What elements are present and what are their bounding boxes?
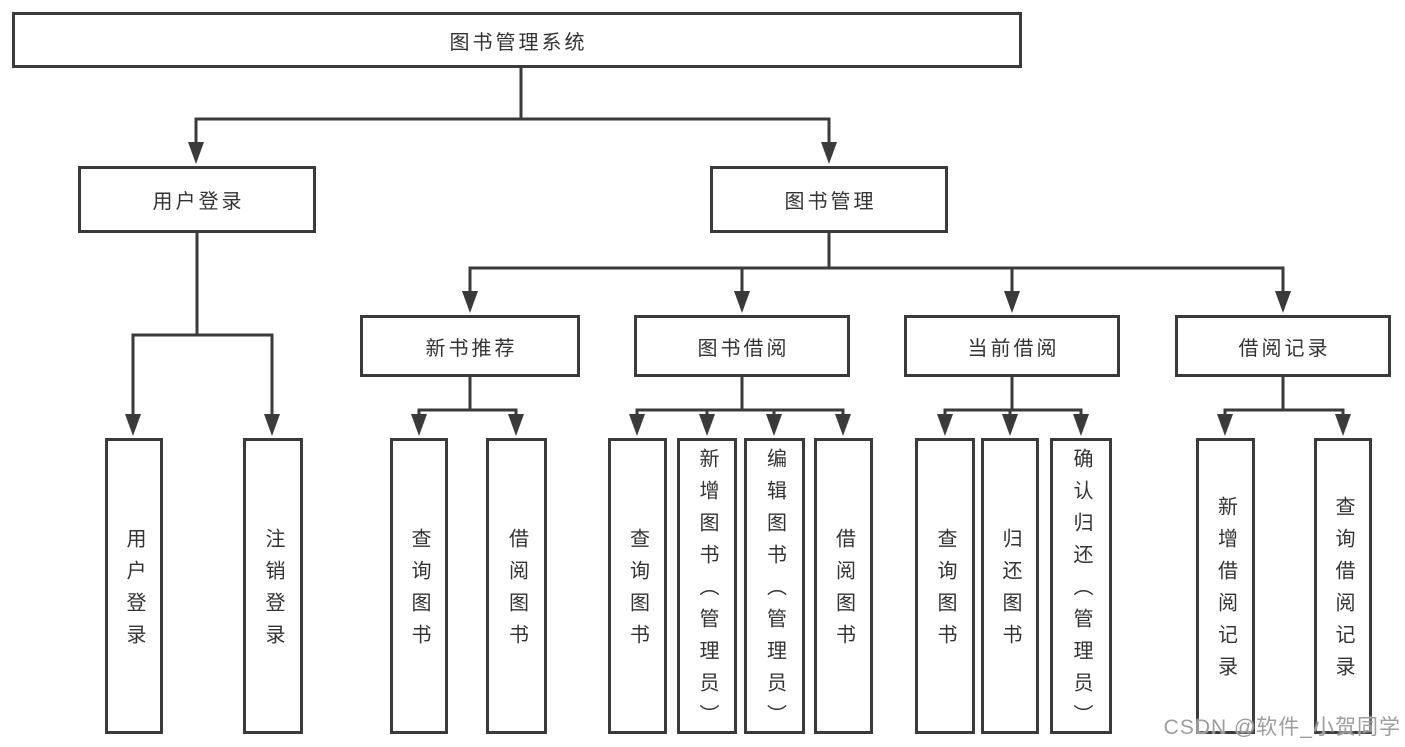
arrowhead-f10 xyxy=(1002,414,1018,436)
leaf-query-books-current-label: 查询图书 xyxy=(934,528,956,656)
csdn-watermark: CSDN @软件_小贺同学 xyxy=(1163,716,1401,739)
arrowhead-f3 xyxy=(411,414,427,436)
arrowhead-f8 xyxy=(835,414,851,436)
node-book-borrow-label: 图书借阅 xyxy=(697,337,790,360)
leaf-edit-book-admin: 编辑图书（管理员） xyxy=(744,438,805,736)
node-current-borrow: 当前借阅 xyxy=(904,315,1120,377)
leaf-user-login: 用户登录 xyxy=(105,438,163,734)
leaf-query-books-recommend-label: 查询图书 xyxy=(408,528,430,656)
leaf-add-book-admin-label: 新增图书（管理员） xyxy=(696,448,718,736)
node-borrow-records-label: 借阅记录 xyxy=(1238,337,1331,360)
leaf-borrow-books: 借阅图书 xyxy=(814,438,873,734)
leaf-query-books-borrow: 查询图书 xyxy=(608,438,667,734)
leaf-return-books-label: 归还图书 xyxy=(999,528,1021,656)
leaf-query-books-recommend: 查询图书 xyxy=(390,438,448,734)
leaf-return-books: 归还图书 xyxy=(981,438,1039,734)
arrowhead-f1 xyxy=(125,414,141,436)
node-user-login-label: 用户登录 xyxy=(152,191,245,213)
leaf-query-books-current: 查询图书 xyxy=(915,438,975,734)
arrowhead-l3c xyxy=(1004,291,1020,313)
arrowhead-f11 xyxy=(1073,414,1089,436)
leaf-add-borrow-record-label: 新增借阅记录 xyxy=(1214,496,1237,688)
leaf-query-borrow-record: 查询借阅记录 xyxy=(1314,438,1372,734)
arrowhead-f13 xyxy=(1335,414,1351,436)
arrowhead-book-mgmt xyxy=(821,142,837,164)
arrowhead-f7 xyxy=(766,414,782,436)
arrowhead-f2 xyxy=(264,414,280,436)
arrowhead-user-login xyxy=(188,142,204,164)
node-book-management: 图书管理 xyxy=(710,166,948,233)
node-book-management-label: 图书管理 xyxy=(784,191,877,213)
leaf-edit-book-admin-label: 编辑图书（管理员） xyxy=(763,448,786,736)
connector-lines xyxy=(125,67,1351,436)
leaf-borrow-books-label: 借阅图书 xyxy=(832,528,855,656)
arrowhead-l3d xyxy=(1275,291,1291,313)
node-book-borrow: 图书借阅 xyxy=(634,315,850,377)
node-library-system-label: 图书管理系统 xyxy=(449,31,588,54)
leaf-logout: 注销登录 xyxy=(243,438,303,734)
leaf-borrow-books-recommend-label: 借阅图书 xyxy=(505,528,528,656)
node-borrow-records: 借阅记录 xyxy=(1175,315,1391,377)
leaf-borrow-books-recommend: 借阅图书 xyxy=(486,438,547,734)
leaf-add-book-admin: 新增图书（管理员） xyxy=(677,438,737,736)
node-new-book-recommend-label: 新书推荐 xyxy=(425,337,518,360)
leaf-add-borrow-record: 新增借阅记录 xyxy=(1196,438,1255,734)
node-library-system: 图书管理系统 xyxy=(12,12,1022,68)
node-current-borrow-label: 当前借阅 xyxy=(967,337,1060,360)
arrowhead-f6 xyxy=(699,414,715,436)
leaf-confirm-return-admin: 确认归还（管理员） xyxy=(1050,438,1112,736)
node-user-login: 用户登录 xyxy=(78,166,316,233)
arrowhead-f4 xyxy=(508,414,524,436)
leaf-logout-label: 注销登录 xyxy=(262,528,284,656)
leaf-query-books-borrow-label: 查询图书 xyxy=(626,528,649,656)
node-new-book-recommend: 新书推荐 xyxy=(360,315,580,377)
leaf-user-login-label: 用户登录 xyxy=(123,528,145,656)
arrowhead-l3b xyxy=(734,291,750,313)
arrowhead-f12 xyxy=(1217,414,1233,436)
leaf-confirm-return-admin-label: 确认归还（管理员） xyxy=(1070,448,1092,736)
arrowhead-l3a xyxy=(462,291,478,313)
arrowhead-f9 xyxy=(937,414,953,436)
leaf-query-borrow-record-label: 查询借阅记录 xyxy=(1332,496,1354,688)
arrowhead-f5 xyxy=(629,414,645,436)
